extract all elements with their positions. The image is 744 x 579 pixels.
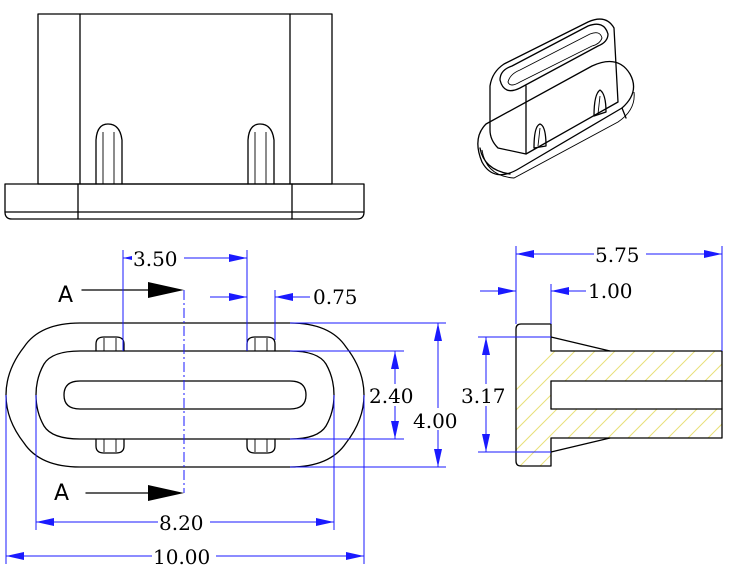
dimension-1-00: 1.00 [480, 279, 633, 324]
dimension-4-00: 4.00 [290, 322, 464, 468]
isometric-view [477, 18, 635, 179]
dimension-label-0-75: 0.75 [313, 285, 358, 309]
section-label-bottom: A [54, 481, 69, 506]
dimension-label-8-20: 8.20 [159, 511, 204, 535]
dimension-0-75: 0.75 [210, 285, 358, 340]
dimension-label-10-00: 10.00 [153, 545, 210, 569]
section-label-top: A [58, 283, 73, 308]
dimension-label-4-00: 4.00 [413, 409, 458, 433]
dimension-label-1-00: 1.00 [588, 279, 633, 303]
dimension-8-20: 8.20 [35, 395, 335, 535]
dimension-3-50: 3.50 [122, 246, 248, 351]
dimension-label-5-75: 5.75 [595, 243, 640, 267]
dimension-label-2-40: 2.40 [369, 384, 414, 408]
dimension-2-40: 2.40 [290, 350, 420, 440]
dimension-label-3-50: 3.50 [133, 247, 178, 271]
top-view [5, 290, 365, 493]
dimension-10-00: 10.00 [5, 395, 365, 569]
section-arrow-bottom: A [54, 481, 184, 506]
front-view [4, 13, 365, 220]
dimension-3-17: 3.17 [460, 336, 551, 453]
dimension-5-75: 5.75 [515, 243, 723, 351]
dimension-label-3-17: 3.17 [461, 384, 506, 408]
section-arrow-top: A [58, 282, 184, 308]
